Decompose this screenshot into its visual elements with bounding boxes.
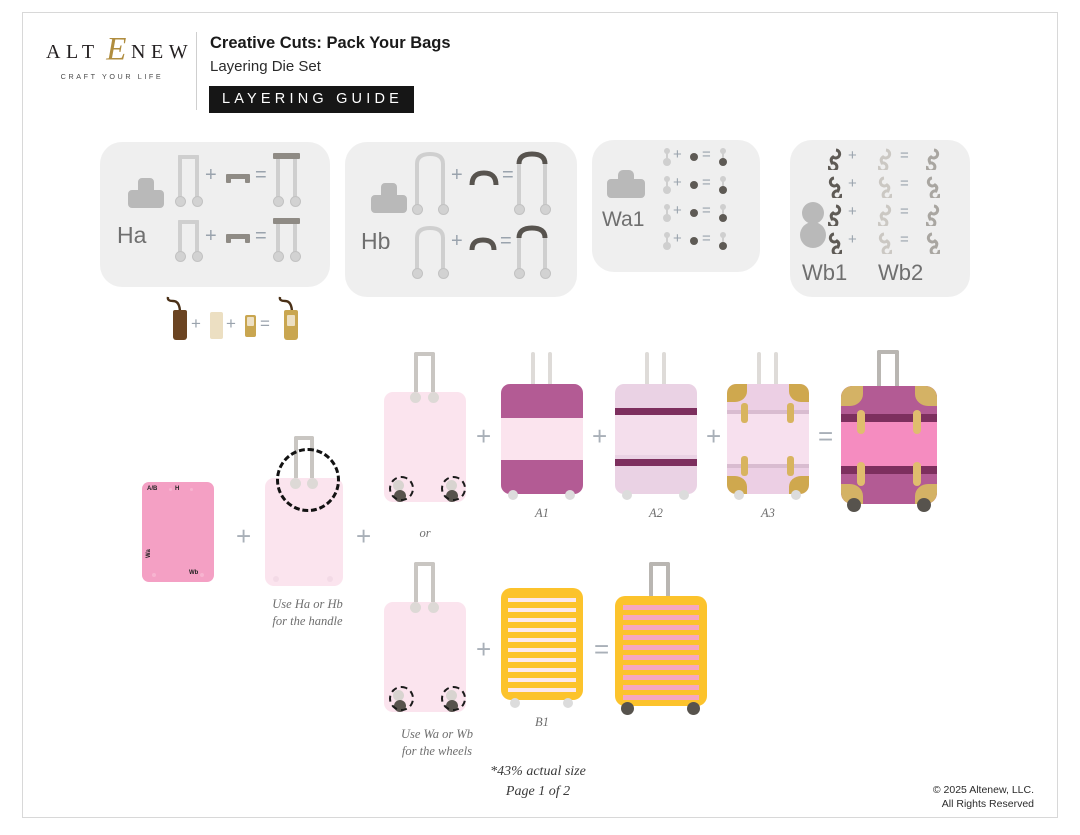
tag-string-icon <box>166 296 182 314</box>
altenew-logo: ALT NEW E CRAFT YOUR LIFE <box>46 33 188 81</box>
label-a1: A1 <box>535 506 549 520</box>
die-panel-ha: Ha + = + <box>100 142 330 287</box>
footer-note: *43% actual size Page 1 of 2 <box>418 762 658 803</box>
die-panel-label-wb2: Wb2 <box>878 260 924 285</box>
suitcase-wheels-step <box>384 352 466 504</box>
card-label-wa: Wa <box>146 549 152 558</box>
die-panel-label-wb1: Wb1 <box>802 260 848 285</box>
logo-word-right: NEW <box>131 41 194 63</box>
die-panel-hb: Hb + = + <box>345 142 577 297</box>
tag-string-icon-result <box>278 296 294 314</box>
logo-wordmark: ALT NEW E <box>46 33 194 66</box>
caption-handle: Use Ha or Hb for the handle <box>272 597 343 628</box>
page-subtitle: Layering Die Set <box>210 58 321 75</box>
suitcase-wheels-step-2 <box>384 562 466 714</box>
label-b1: B1 <box>535 715 549 729</box>
footer-scale: *43% actual size <box>490 764 586 779</box>
luggage-tag-row: + + = <box>160 296 320 346</box>
wheel-highlight-circle-left-2 <box>389 686 414 711</box>
plus-symbol-5: + <box>706 421 722 451</box>
equals-symbol-1: = <box>818 421 834 451</box>
equals-symbol-2: = <box>594 634 610 664</box>
page-title: Creative Cuts: Pack Your Bags <box>210 34 451 52</box>
wheel-highlight-circle-left <box>389 476 414 501</box>
handle-highlight-circle <box>276 448 340 512</box>
plus-symbol-6: + <box>476 634 492 664</box>
logo-tagline: CRAFT YOUR LIFE <box>60 72 164 81</box>
logo-ampersand-icon: E <box>106 31 132 68</box>
die-panel-wb: Wb1 Wb2 + = + = + = <box>790 140 970 297</box>
card-label-ab: A/B <box>147 486 158 492</box>
tag-piece-cream <box>210 312 223 339</box>
plus-symbol-3: + <box>476 421 492 451</box>
suitcase-handle-step <box>265 436 343 586</box>
final-suitcase-yellow <box>615 562 707 715</box>
label-a3: A3 <box>761 506 775 520</box>
plus-symbol-4: + <box>592 421 608 451</box>
layer-b1 <box>501 588 583 714</box>
caption-or: or <box>419 526 431 540</box>
wheel-highlight-circle-right <box>441 476 466 501</box>
die-blob-icon-hb <box>371 183 407 213</box>
caption-wheels: Use Wa or Wb for the wheels <box>400 727 474 758</box>
die-panel-label-wa1: Wa1 <box>602 208 645 231</box>
card-label-wb: Wb <box>189 570 199 576</box>
final-suitcase-pink <box>841 350 937 512</box>
die-panel-label-hb: Hb <box>361 228 391 254</box>
die-blob-icon-ha <box>128 178 164 208</box>
plus-symbol-2: + <box>356 521 372 551</box>
layering-guide-badge: LAYERING GUIDE <box>209 86 415 113</box>
copyright-line-2: All Rights Reserved <box>941 797 1034 810</box>
label-a2: A2 <box>649 506 663 520</box>
plus-symbol-1: + <box>236 521 252 551</box>
die-blob-icon-wa1 <box>607 170 645 198</box>
layer-a3 <box>727 352 809 504</box>
copyright-line-1: © 2025 Altenew, LLC. <box>932 783 1034 796</box>
header-divider <box>196 32 197 110</box>
base-card-pink: A/B H Wa Wb <box>142 482 214 582</box>
logo-word-left: ALT <box>46 41 100 63</box>
copyright: © 2025 Altenew, LLC. All Rights Reserved <box>933 783 1034 811</box>
tag-piece-gold <box>245 315 256 337</box>
tag-piece-brown <box>173 310 187 340</box>
card-label-h: H <box>175 486 180 492</box>
die-panel-wa1: Wa1 + = + = <box>592 140 760 272</box>
layer-a1 <box>501 352 583 504</box>
footer-page: Page 1 of 2 <box>505 784 571 800</box>
layer-a2 <box>615 352 697 504</box>
die-panel-label-ha: Ha <box>117 222 147 248</box>
wheel-highlight-circle-right-2 <box>441 686 466 711</box>
die-blob-icon-wb <box>800 202 826 248</box>
